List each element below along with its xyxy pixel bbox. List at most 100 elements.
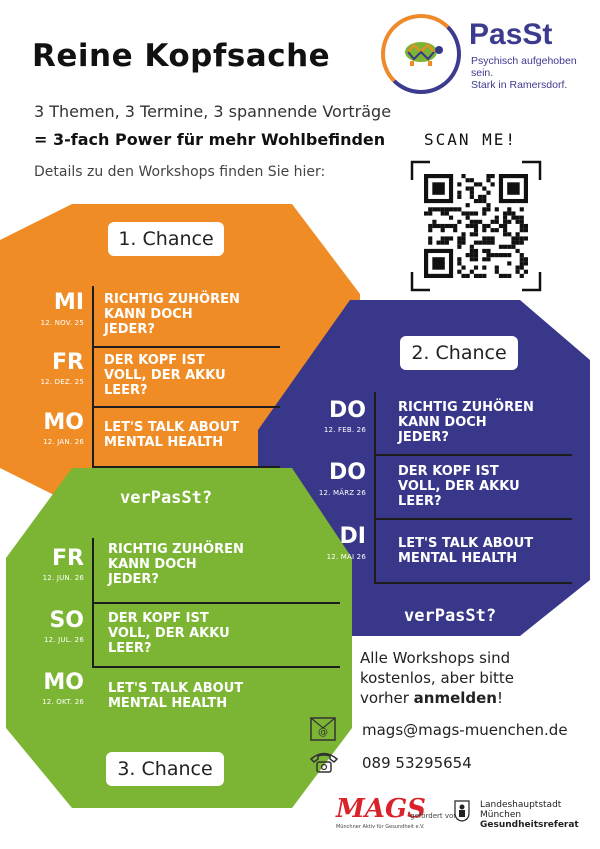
email-link[interactable]: mags@mags-muenchen.de — [362, 721, 568, 739]
topic-line: JEDER? — [108, 572, 159, 587]
session-topic: RICHTIG ZUHÖREN KANN DOCH JEDER? — [398, 400, 570, 445]
topic-line: DER KOPF IST — [108, 611, 209, 626]
session-day: MO — [43, 410, 84, 435]
session-day: DO — [329, 460, 366, 485]
info-prefix: vorher — [360, 689, 414, 707]
session-day: FR — [52, 350, 84, 375]
chance-3-label: 3. Chance — [106, 752, 224, 786]
subtitle-topics: 3 Themen, 3 Termine, 3 spannende Vorträg… — [34, 102, 392, 121]
session-date: 12. MAI 26 — [326, 553, 366, 561]
session-date: 12. JUN. 26 — [42, 574, 84, 582]
divider-h-3b — [92, 666, 340, 668]
divider-h-2a — [374, 454, 572, 456]
passt-logo-tagline: Psychisch aufgehoben sein. Stark in Rame… — [471, 55, 600, 91]
topic-line: DER KOPF IST — [398, 464, 499, 479]
mags-logo-text: MAGS — [336, 794, 426, 824]
city-logo-text: Landeshauptstadt München Gesundheitsrefe… — [480, 800, 579, 830]
session-date: 12. DEZ. 25 — [40, 378, 84, 386]
topic-line: LET'S TALK ABOUT — [108, 681, 244, 696]
equals-sign: = — [34, 130, 53, 149]
divider-h-1a — [92, 346, 280, 348]
topic-line: LEER? — [108, 641, 152, 656]
mags-logo-subtitle: Münchner Aktiv für Gesundheit e.V. — [336, 824, 425, 830]
topic-line: KANN DOCH — [104, 307, 193, 322]
register-word: anmelden — [413, 689, 497, 707]
topic-line: MENTAL HEALTH — [104, 435, 224, 450]
qr-code[interactable] — [410, 160, 542, 292]
session-topic: DER KOPF IST VOLL, DER AKKU LEER? — [398, 464, 570, 509]
topic-line: LET'S TALK ABOUT — [104, 420, 240, 435]
city-line-2: München — [480, 810, 522, 820]
chance-2-label: 2. Chance — [400, 336, 518, 370]
session-day: SO — [49, 608, 84, 633]
email-icon: @ — [310, 717, 336, 741]
topic-line: JEDER? — [398, 430, 449, 445]
session-date: 12. FEB. 26 — [323, 426, 366, 434]
topic-line: VOLL, DER AKKU — [104, 368, 226, 383]
info-line: kostenlos, aber bitte — [360, 669, 515, 687]
topic-line: KANN DOCH — [398, 415, 487, 430]
funded-by: gefördert von — [410, 812, 458, 820]
topic-line: VOLL, DER AKKU — [108, 626, 230, 641]
session-topic: LET'S TALK ABOUT MENTAL HEALTH — [104, 420, 274, 450]
topic-line: RICHTIG ZUHÖREN — [104, 292, 240, 307]
session-topic: LET'S TALK ABOUT MENTAL HEALTH — [398, 536, 570, 566]
phone-link[interactable]: 089 53295654 — [362, 754, 472, 772]
topic-line: LEER? — [104, 383, 148, 398]
passt-logo-ring — [381, 14, 461, 94]
topic-line: KANN DOCH — [108, 557, 197, 572]
info-suffix: ! — [496, 689, 503, 707]
topic-line: MENTAL HEALTH — [398, 551, 518, 566]
scan-me-label: SCAN ME! — [424, 130, 518, 149]
session-day: DO — [329, 398, 366, 423]
divider-h-1b — [92, 406, 280, 408]
page-title: Reine Kopfsache — [32, 38, 331, 74]
subtitle-power: = 3-fach Power für mehr Wohlbefinden — [34, 130, 385, 149]
tagline-line2: Stark in Ramersdorf. — [471, 79, 568, 91]
session-date: 12. MÄRZ 26 — [318, 489, 366, 497]
details-text: Details zu den Workshops finden Sie hier… — [34, 164, 326, 180]
session-topic: DER KOPF IST VOLL, DER AKKU LEER? — [104, 353, 274, 398]
topic-line: DER KOPF IST — [104, 353, 205, 368]
session-date: 12. OKT. 26 — [42, 698, 84, 706]
topic-line: RICHTIG ZUHÖREN — [398, 400, 534, 415]
topic-line: LET'S TALK ABOUT — [398, 536, 534, 551]
session-topic: LET'S TALK ABOUT MENTAL HEALTH — [108, 681, 308, 711]
session-day: MI — [53, 290, 84, 315]
divider-h-2b — [374, 518, 572, 520]
info-text: Alle Workshops sind kostenlos, aber bitt… — [360, 648, 514, 708]
session-day: MO — [43, 670, 84, 695]
divider-h-3a — [92, 602, 340, 604]
divider-h-1c — [92, 466, 280, 468]
phone-icon — [309, 752, 339, 773]
topic-line: RICHTIG ZUHÖREN — [108, 542, 244, 557]
session-day: DI — [339, 524, 366, 549]
topic-line: MENTAL HEALTH — [108, 696, 228, 711]
mags-logo: MAGS Münchner Aktiv für Gesundheit e.V. — [336, 794, 426, 830]
city-line-3: Gesundheitsreferat — [480, 820, 579, 830]
session-topic: RICHTIG ZUHÖREN KANN DOCH JEDER? — [104, 292, 274, 337]
city-line-1: Landeshauptstadt — [480, 800, 562, 810]
turtle-icon — [405, 42, 443, 66]
topic-line: LEER? — [398, 494, 442, 509]
session-date: 12. NOV. 25 — [40, 319, 84, 327]
session-topic: DER KOPF IST VOLL, DER AKKU LEER? — [108, 611, 278, 656]
info-line: vorher anmelden! — [360, 688, 514, 708]
session-date: 12. JUL. 26 — [43, 636, 84, 644]
chance-1-label: 1. Chance — [108, 222, 224, 256]
divider-v-2 — [374, 392, 376, 582]
divider-v-1 — [92, 286, 94, 468]
power-text: 3-fach Power für mehr Wohlbefinden — [52, 130, 386, 149]
topic-line: VOLL, DER AKKU — [398, 479, 520, 494]
verpasst-label: verPasSt? — [404, 606, 497, 626]
info-line: Alle Workshops sind — [360, 649, 511, 667]
munich-crest-icon — [454, 800, 470, 822]
passt-logo-name: PasSt — [469, 18, 553, 51]
session-day: FR — [52, 546, 84, 571]
session-date: 12. JAN. 26 — [43, 438, 84, 446]
tagline-line1: Psychisch aufgehoben sein. — [471, 55, 577, 79]
svg-text:@: @ — [318, 727, 328, 738]
verpasst-label: verPasSt? — [120, 488, 213, 508]
divider-h-2c — [374, 582, 572, 584]
session-topic: RICHTIG ZUHÖREN KANN DOCH JEDER? — [108, 542, 278, 587]
